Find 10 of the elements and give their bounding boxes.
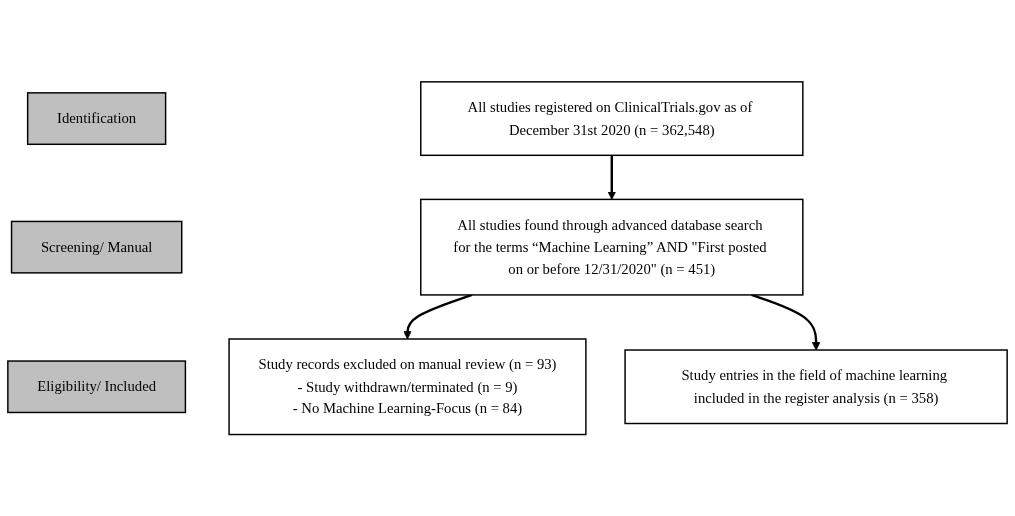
arrow (403, 293, 473, 340)
node-box: Identification (26, 91, 167, 145)
node-box: Eligibility/ Included (7, 360, 187, 414)
node-box: Study records excluded on manual review (n = 93) - Study withdrawn/terminated (n = 9) - No Machine Learning-Focus (n = 84) (228, 338, 587, 436)
node-box: Screening/ Manual (10, 220, 183, 274)
node-box: All studies registered on ClinicalTrials.gov as of December 31st 2020 (n = 362,548) (420, 80, 804, 156)
arrow (751, 293, 821, 351)
node-box: All studies found through advanced database search for the terms “Machine Learning” AND "First posted on or before 12/31/2020" (n = 451) (420, 198, 804, 296)
arrow (607, 155, 617, 200)
node-box: Study entries in the field of machine learning included in the register analysis (n = 358) (624, 349, 1008, 425)
